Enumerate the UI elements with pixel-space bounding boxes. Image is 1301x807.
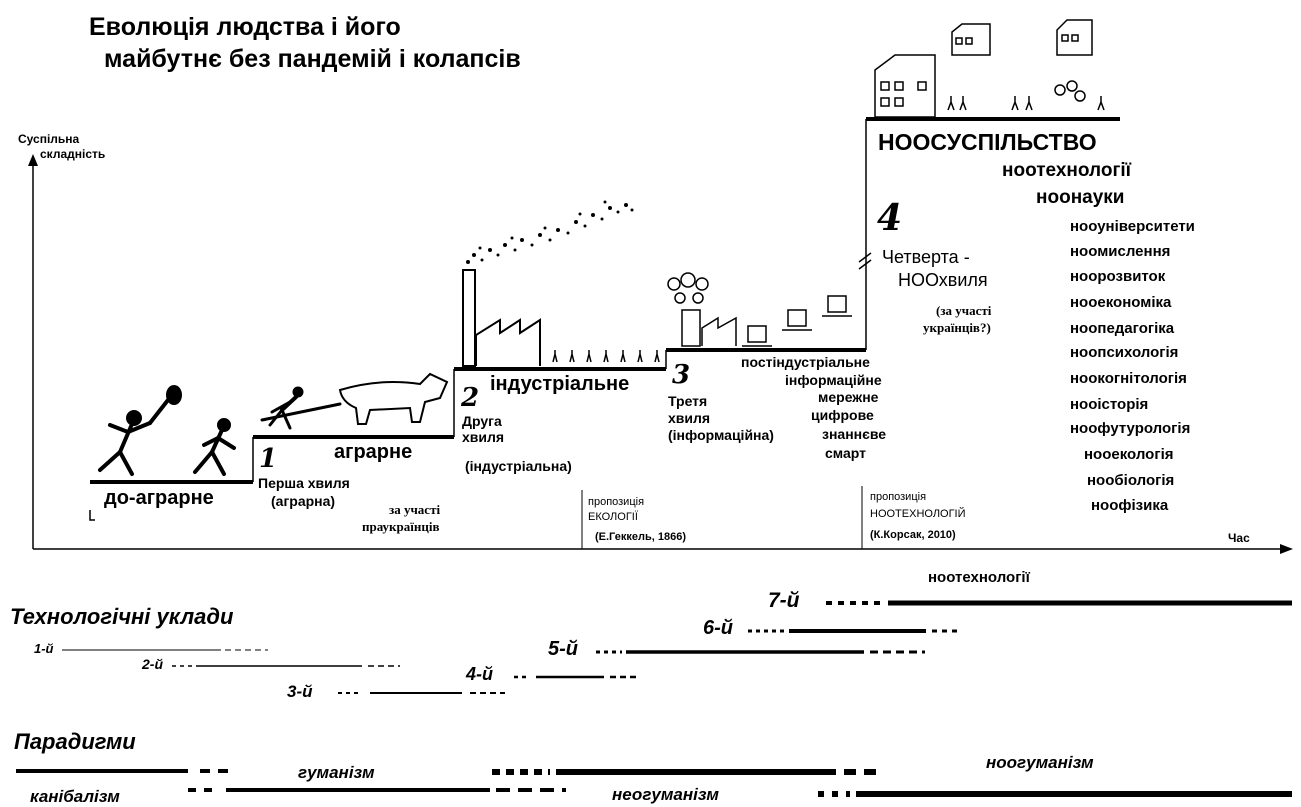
wave-4-line-2: НООхвиля bbox=[898, 270, 988, 290]
noo-list-item: ноорозвиток bbox=[1070, 268, 1166, 285]
wave-1-note-2: праукраїнців bbox=[362, 519, 440, 534]
wave-4-line-1: Четверта - bbox=[882, 247, 970, 267]
ecology-proposal-1: пропозиція bbox=[588, 496, 645, 508]
wave-3-line-1: Третя bbox=[668, 393, 708, 409]
postindustrial-4: цифрове bbox=[811, 407, 874, 423]
noo-sciences: ноонауки bbox=[1036, 187, 1125, 208]
paradigm-lines bbox=[16, 769, 1292, 797]
noo-list-item: ноокогнітологія bbox=[1070, 370, 1187, 387]
noo-list-item: нооекономіка bbox=[1070, 294, 1172, 311]
wave-1-line-1: Перша хвиля bbox=[258, 475, 350, 491]
tech-order-lines bbox=[62, 600, 1292, 694]
noo-list-item: ноофутурологія bbox=[1070, 420, 1191, 437]
paradigms-heading: Парадигми bbox=[14, 729, 136, 754]
x-axis-label: Час bbox=[1228, 531, 1250, 545]
stage-noosociety: НООСУСПІЛЬСТВО bbox=[878, 129, 1097, 155]
postindustrial-6: смарт bbox=[825, 445, 866, 461]
nootech-proposal-3: (К.Корсак, 2010) bbox=[870, 529, 956, 541]
wave-1-note-1: за участі bbox=[389, 502, 441, 517]
axes bbox=[28, 154, 1293, 554]
wave-4-note-1: (за участі bbox=[936, 303, 992, 318]
tech-order-5: 5-й bbox=[548, 638, 578, 660]
paradigm-neohumanism: неогуманізм bbox=[612, 785, 719, 804]
title-line-2: майбутнє без пандемій і колапсів bbox=[104, 45, 521, 73]
y-axis-label-2: складність bbox=[40, 147, 106, 161]
nootech-proposal-1: пропозиція bbox=[870, 491, 927, 503]
noo-list-item: ноомислення bbox=[1070, 243, 1171, 260]
computer-workers-icon bbox=[667, 272, 852, 347]
paradigm-cannibalism: канібалізм bbox=[30, 787, 120, 806]
noo-list-item: нообіологія bbox=[1087, 472, 1175, 489]
paradigm-noohumanism: ноогуманізм bbox=[986, 753, 1094, 772]
ecology-proposal-3: (Е.Геккель, 1866) bbox=[595, 531, 686, 543]
noo-list-item: нооекологія bbox=[1084, 446, 1174, 463]
noo-technologies: ноотехнології bbox=[1002, 160, 1131, 181]
postindustrial-3: мережне bbox=[818, 389, 879, 405]
hunter-figures-icon bbox=[98, 385, 236, 476]
ecology-proposal-2: ЕКОЛОГІЇ bbox=[588, 511, 638, 523]
wave-3-line-3: (інформаційна) bbox=[668, 427, 774, 443]
paradigm-humanism: гуманізм bbox=[298, 763, 375, 782]
noo-list-item: нооісторія bbox=[1070, 396, 1149, 413]
stage-agrarian: аграрне bbox=[334, 441, 413, 463]
postindustrial-5: знаннєве bbox=[822, 426, 887, 442]
wave-2-line-1: Друга bbox=[462, 413, 502, 429]
smoke-icon bbox=[466, 200, 634, 264]
noo-list-item: ноопедагогіка bbox=[1070, 320, 1175, 337]
wave-2-line-3: (індустріальна) bbox=[465, 458, 572, 474]
title-line-1: Еволюція людства і його bbox=[89, 13, 401, 41]
houses-icon bbox=[874, 19, 1105, 118]
noo-list-item: ноофізика bbox=[1091, 497, 1169, 514]
y-axis-label-1: Суспільна bbox=[18, 132, 80, 146]
x-axis-arrow-icon bbox=[1280, 544, 1293, 554]
tech-order-4: 4-й bbox=[466, 664, 493, 684]
noo-list-item: ноопсихологія bbox=[1070, 344, 1179, 361]
postindustrial-2: інформаційне bbox=[785, 372, 882, 388]
tech-order-6: 6-й bbox=[703, 617, 733, 639]
wave-1-number: 1 bbox=[259, 444, 278, 474]
worker-row-icon bbox=[552, 350, 660, 363]
wave-3-line-2: хвиля bbox=[668, 410, 711, 426]
wave-4-note-2: українців?) bbox=[923, 320, 991, 335]
factory-icon bbox=[462, 200, 660, 367]
stage-staircase bbox=[89, 117, 1120, 521]
tech-order-2: 2-й bbox=[142, 656, 163, 672]
y-axis-arrow-icon bbox=[28, 154, 38, 166]
wave-2-line-2: хвиля bbox=[462, 429, 505, 445]
tech-orders-heading: Технологічні уклади bbox=[10, 604, 234, 629]
wave-4-number: 4 bbox=[877, 197, 903, 239]
postindustrial-1: постіндустріальне bbox=[741, 354, 870, 370]
wave-1-line-2: (аграрна) bbox=[271, 493, 336, 509]
noo-list-item: нооуніверситети bbox=[1070, 218, 1195, 235]
tech-order-7: 7-й bbox=[768, 589, 800, 612]
nootech-proposal-2: НООТЕХНОЛОГІЙ bbox=[870, 508, 966, 520]
tech-order-1: 1-й bbox=[34, 641, 54, 656]
stage-industrial: індустріальне bbox=[490, 373, 630, 395]
ox-plough-icon bbox=[260, 372, 449, 430]
tech-order-3: 3-й bbox=[287, 682, 313, 701]
tech-order-7-label: ноотехнології bbox=[928, 569, 1030, 586]
wave-2-number: 2 bbox=[461, 383, 480, 413]
wave-3-number: 3 bbox=[672, 360, 691, 390]
stage-pre-agrarian: до-аграрне bbox=[104, 487, 214, 509]
